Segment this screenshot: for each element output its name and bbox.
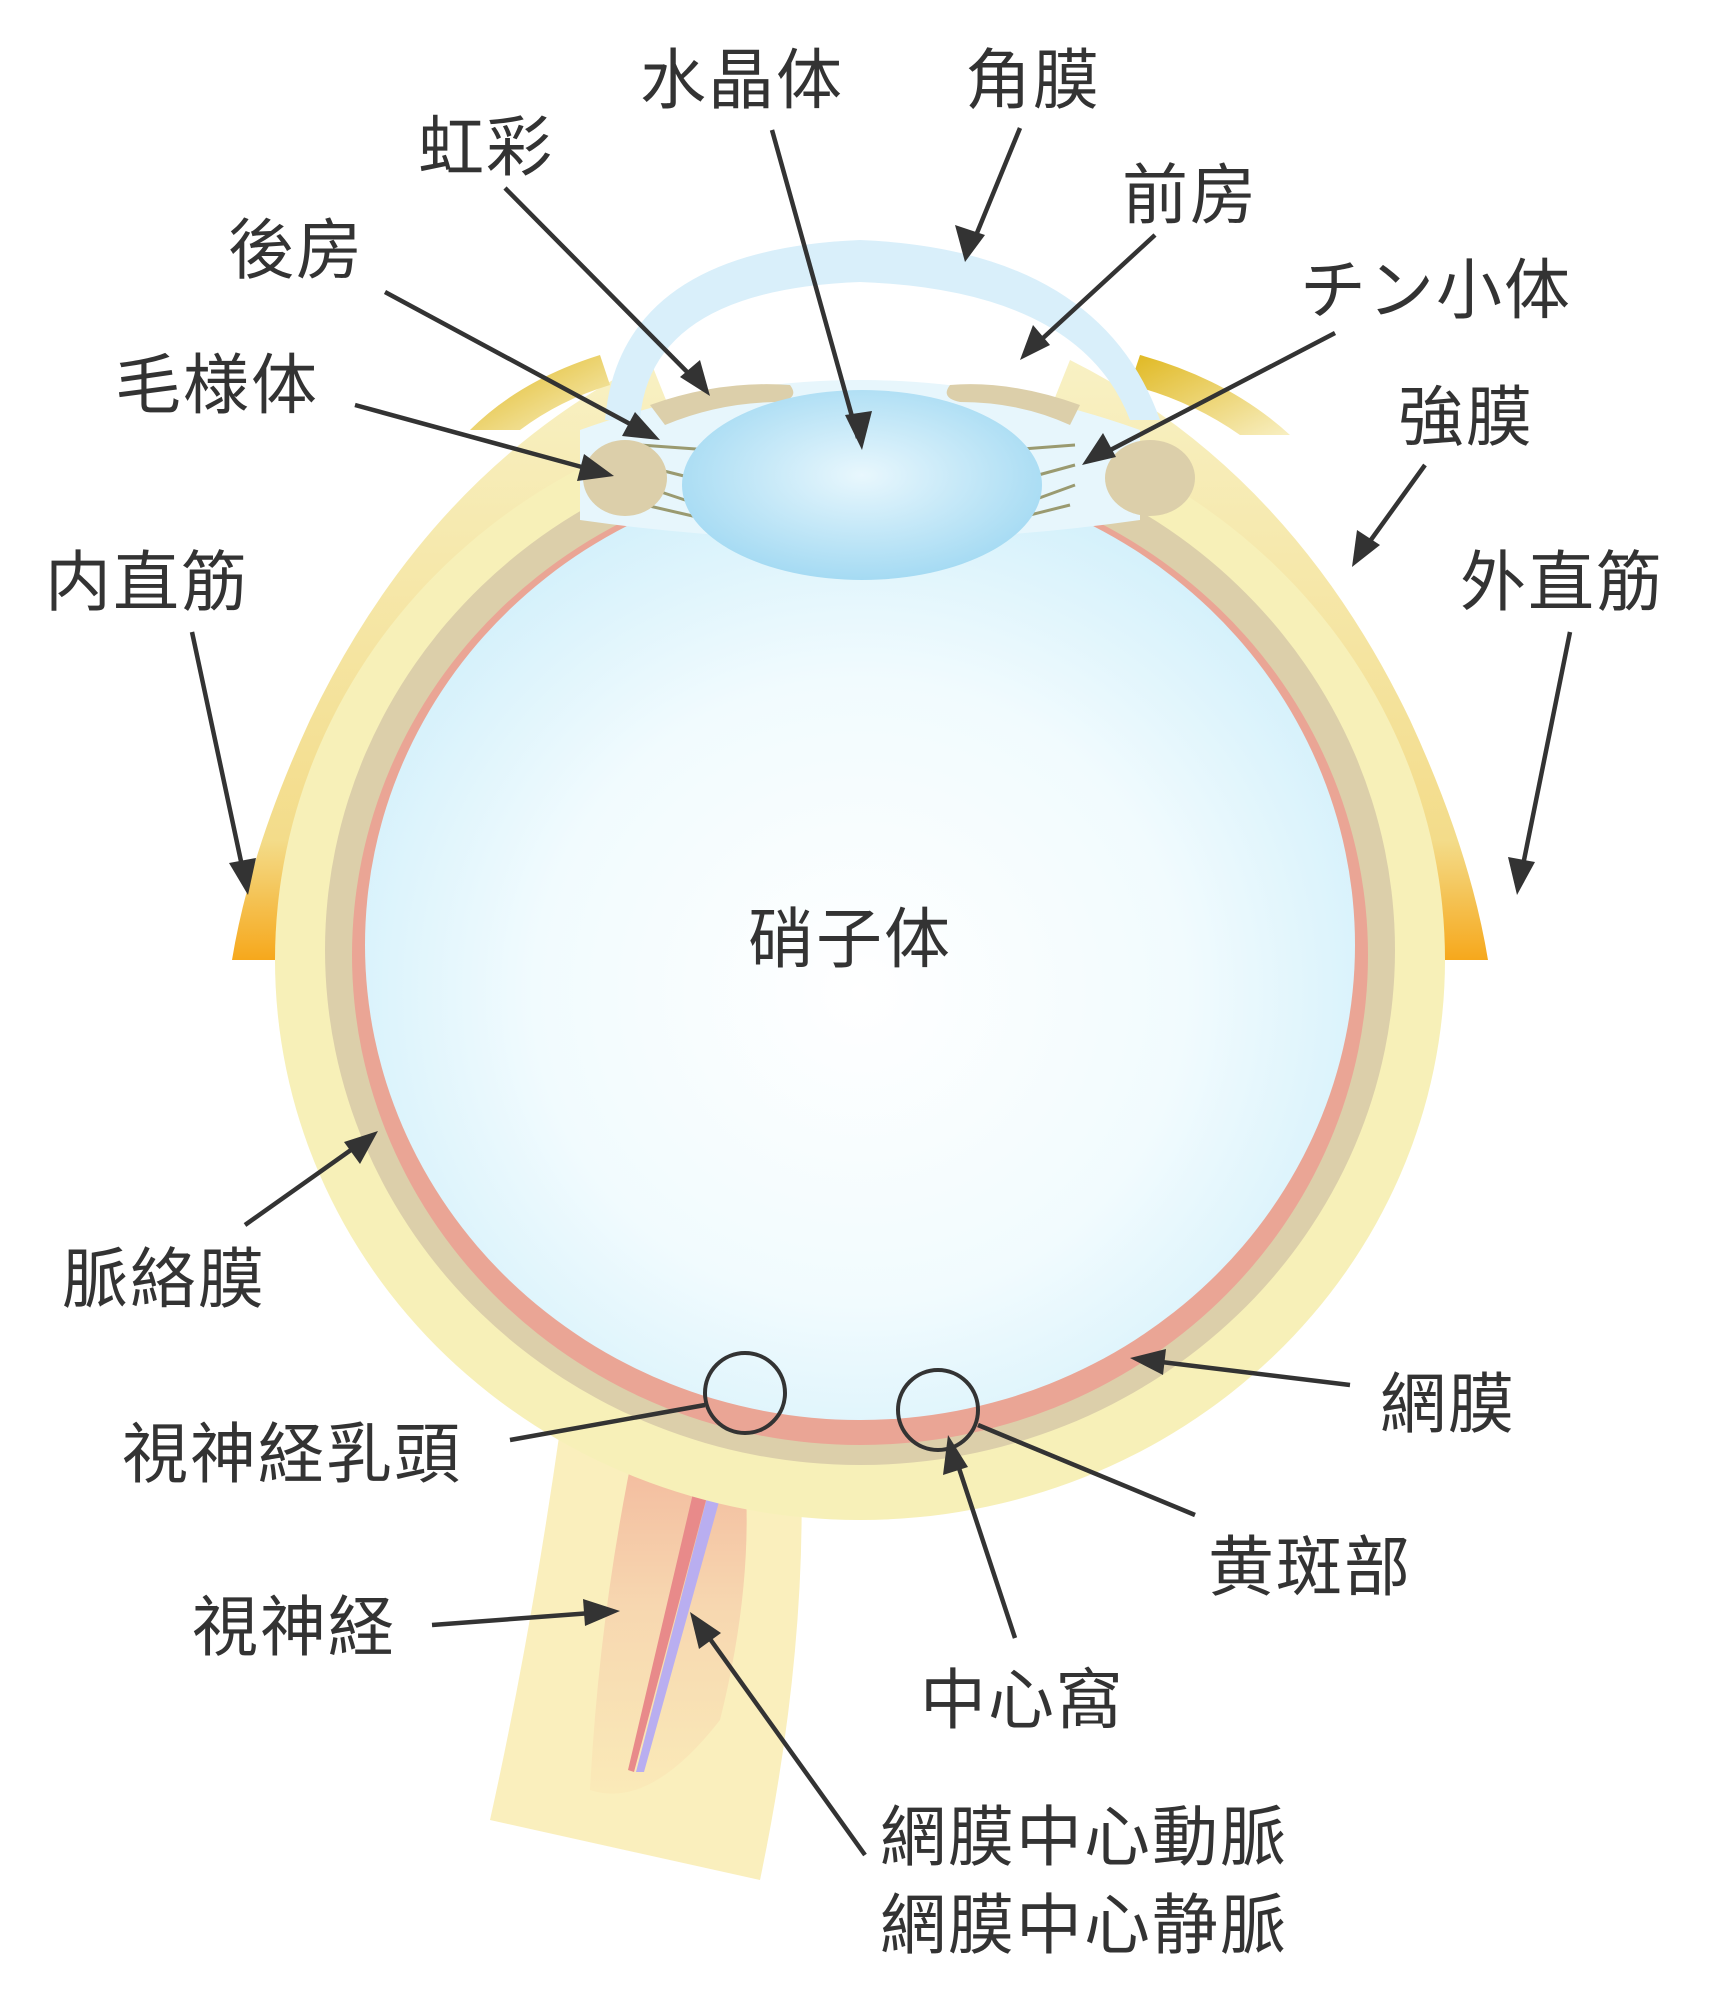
label-shoushitai: 硝子体 [748, 901, 952, 978]
lateral-rectus-upper [1130, 355, 1290, 435]
iris-left [650, 384, 794, 425]
ciliary-body-right [1105, 440, 1195, 516]
label-zenbou: 前房 [1122, 157, 1258, 234]
cornea [605, 240, 1160, 420]
label-moumaku: 網膜 [1380, 1366, 1516, 1443]
lens [682, 390, 1042, 580]
leader-arrows [189, 127, 1573, 1857]
label-koubou: 後房 [228, 212, 364, 289]
label-kousai: 虹彩 [418, 109, 554, 186]
medial-rectus-upper [470, 355, 610, 430]
optic-disc-circle [703, 1351, 787, 1435]
label-shishinkeinyuutou: 視神経乳頭 [122, 1416, 462, 1493]
label-chuushinka: 中心窩 [920, 1662, 1124, 1739]
label-central-artery: 網膜中心動脈 [880, 1799, 1288, 1876]
label-chinshoutai: チン小体 [1300, 252, 1572, 329]
label-suishoutai: 水晶体 [640, 42, 844, 119]
labels: 水晶体 角膜 虹彩 前房 後房 チン小体 毛様体 強膜 内直筋 外直筋 硝子体 … [45, 42, 1664, 1964]
label-myakurakumaku: 脈絡膜 [62, 1241, 266, 1318]
ciliary-body-left [583, 440, 667, 516]
vitreous-body [365, 470, 1355, 1420]
label-kyoumaku: 強膜 [1398, 379, 1534, 456]
label-mouyoutai: 毛様体 [115, 347, 319, 424]
central-vein-vessel [636, 1455, 732, 1772]
label-naichokukin: 内直筋 [45, 544, 249, 621]
central-artery-vessel [628, 1455, 718, 1772]
fovea-circle [896, 1368, 980, 1452]
label-central-vein: 網膜中心静脈 [880, 1887, 1288, 1964]
label-shishinkei: 視神経 [192, 1589, 396, 1666]
label-gaichokukin: 外直筋 [1460, 544, 1664, 621]
label-ouhanbu: 黄斑部 [1208, 1529, 1412, 1606]
iris-right [946, 384, 1080, 425]
label-kakumaku: 角膜 [965, 42, 1101, 119]
